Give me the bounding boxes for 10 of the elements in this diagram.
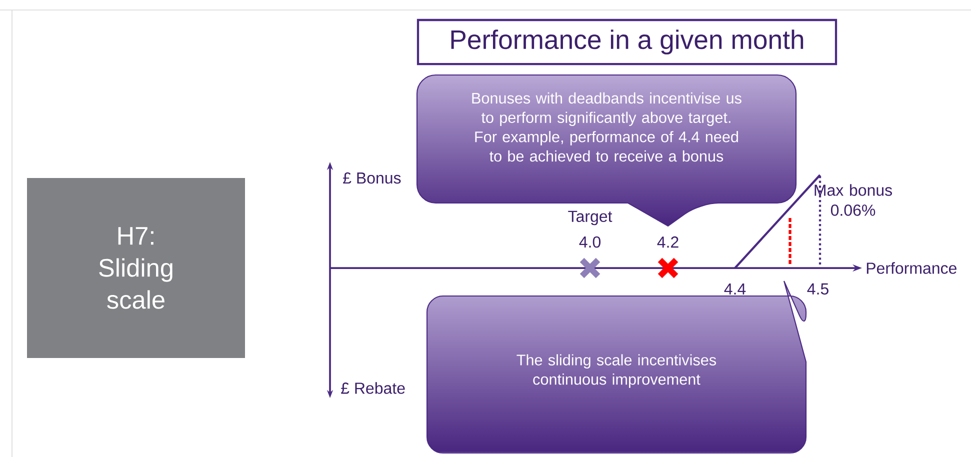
label-box: H7: Sliding scale <box>27 178 245 358</box>
tick-label: 4.2 <box>657 236 678 248</box>
axis-label: £ Rebate <box>341 382 405 394</box>
tick-label: Target <box>568 210 612 226</box>
axis-label: Max bonus 0.06% <box>814 184 892 216</box>
tick-label: 4.0 <box>579 236 600 248</box>
title-box: Performance in a given month <box>416 18 838 66</box>
axis-label: Performance <box>866 262 956 274</box>
tick-label: 4.4 <box>724 284 746 294</box>
axis-label: £ Bonus <box>343 172 401 184</box>
